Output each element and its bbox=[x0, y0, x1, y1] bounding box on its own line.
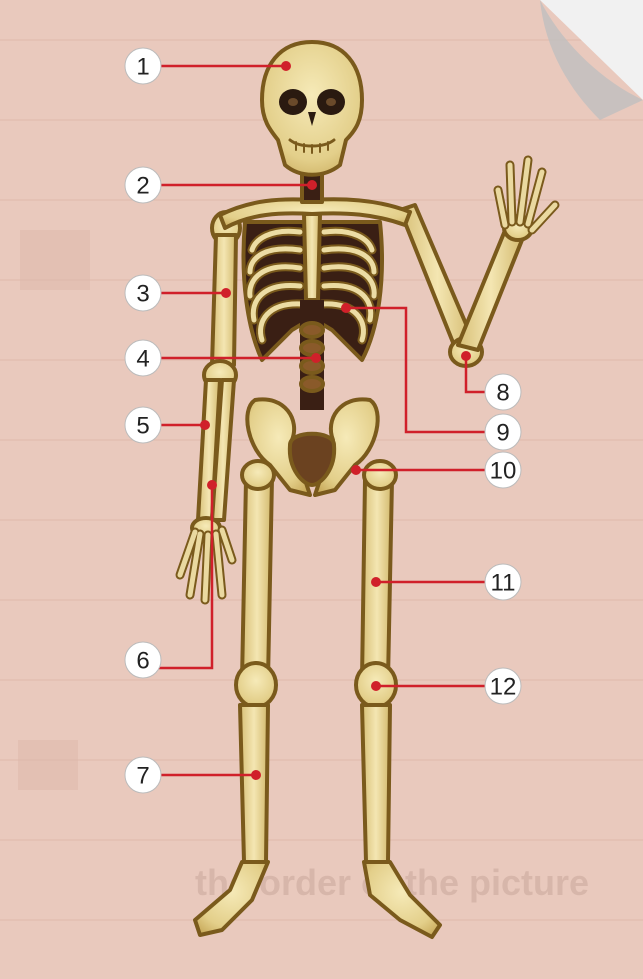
pointer-dot bbox=[371, 681, 381, 691]
pointer-dot bbox=[251, 770, 261, 780]
number-label: 6 bbox=[136, 648, 149, 675]
pointer-dot bbox=[207, 480, 217, 490]
sternum bbox=[304, 214, 320, 300]
pointer-dot bbox=[311, 353, 321, 363]
pointer-dot bbox=[461, 351, 471, 361]
number-label: 11 bbox=[491, 570, 516, 597]
pointer-dot bbox=[221, 288, 231, 298]
number-label: 12 bbox=[490, 674, 517, 701]
number-label: 1 bbox=[136, 54, 149, 81]
pointer-dot bbox=[307, 180, 317, 190]
number-label: 10 bbox=[490, 458, 517, 485]
number-label: 2 bbox=[136, 173, 149, 200]
pointer-dot bbox=[371, 577, 381, 587]
number-label: 9 bbox=[496, 420, 509, 447]
number-label: 8 bbox=[496, 380, 509, 407]
pointer-dot bbox=[341, 303, 351, 313]
number-label: 3 bbox=[136, 281, 149, 308]
pointer-dot bbox=[281, 61, 291, 71]
pointer-dot bbox=[200, 420, 210, 430]
number-label: 7 bbox=[136, 763, 149, 790]
number-label: 4 bbox=[136, 346, 149, 373]
number-label: 5 bbox=[136, 413, 149, 440]
pointer-dot bbox=[351, 465, 361, 475]
